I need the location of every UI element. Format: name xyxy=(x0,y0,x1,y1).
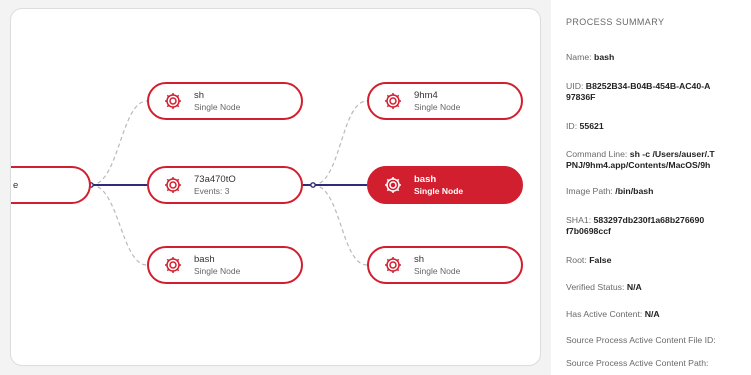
edge-root-sh-top xyxy=(90,100,148,186)
field-sha1: SHA1: 583297db230f1a68b276690 f7b0698ccf xyxy=(566,215,751,237)
node-title: 73a470tO xyxy=(194,173,236,185)
field-value-line2: 97836F xyxy=(566,92,596,102)
process-summary-panel[interactable]: PROCESS SUMMARY Name: bash UID: B8252B34… xyxy=(551,0,751,375)
edge-mid-sh-bottom xyxy=(312,184,368,266)
node-title: bash xyxy=(414,173,437,185)
summary-title: PROCESS SUMMARY xyxy=(566,17,665,27)
field-value: False xyxy=(589,255,612,265)
field-value: 583297db230f1a68b276690 xyxy=(593,215,705,225)
field-label: Image Path: xyxy=(566,186,613,196)
gear-icon xyxy=(382,90,404,112)
process-node-sh-bottom[interactable]: sh Single Node xyxy=(367,246,523,284)
node-subtitle: Events: 3 xyxy=(194,185,230,196)
field-label: Source Process Active Content File ID: xyxy=(566,335,716,345)
field-source-active-content-file-id: Source Process Active Content File ID: xyxy=(566,335,751,346)
field-label: Verified Status: xyxy=(566,282,625,292)
field-has-active-content: Has Active Content: N/A xyxy=(566,309,751,320)
field-value: N/A xyxy=(644,309,660,319)
field-value: sh -c /Users/auser/.T xyxy=(629,149,715,159)
node-subtitle: Single Node xyxy=(414,101,461,112)
edge-root-bash-bottom xyxy=(90,184,148,266)
field-value: bash xyxy=(594,52,615,62)
field-verified-status: Verified Status: N/A xyxy=(566,282,751,293)
gear-icon xyxy=(162,174,184,196)
node-subtitle: Single Node xyxy=(414,265,461,276)
node-title: sh xyxy=(414,253,425,265)
process-node-73a470to[interactable]: 73a470tO Events: 3 xyxy=(147,166,303,204)
field-label: Source Process Active Content Path: xyxy=(566,358,709,368)
field-source-active-content-path: Source Process Active Content Path: xyxy=(566,358,751,369)
field-name: Name: bash xyxy=(566,52,751,63)
field-value: N/A xyxy=(626,282,642,292)
process-node-9hm4[interactable]: 9hm4 Single Node xyxy=(367,82,523,120)
field-root: Root: False xyxy=(566,255,751,266)
field-label: Has Active Content: xyxy=(566,309,643,319)
gear-icon xyxy=(162,254,184,276)
field-value: B8252B34-B04B-454B-AC40-A xyxy=(585,81,711,91)
field-command-line: Command Line: sh -c /Users/auser/.T PNJ/… xyxy=(566,149,751,171)
field-label: SHA1: xyxy=(566,215,592,225)
field-value: /bin/bash xyxy=(615,186,654,196)
field-label: Root: xyxy=(566,255,587,265)
process-node-root[interactable]: e xyxy=(11,166,91,204)
field-label: ID: xyxy=(566,121,578,131)
edge-dot-mid xyxy=(310,182,316,188)
node-subtitle: Single Node xyxy=(414,185,464,196)
node-subtitle: Single Node xyxy=(194,101,241,112)
process-node-sh[interactable]: sh Single Node xyxy=(147,82,303,120)
field-label: UID: xyxy=(566,81,584,91)
node-title: 9hm4 xyxy=(414,89,438,101)
gear-icon xyxy=(162,90,184,112)
field-id: ID: 55621 xyxy=(566,121,751,132)
process-node-bash-selected[interactable]: bash Single Node xyxy=(367,166,523,204)
field-uid: UID: B8252B34-B04B-454B-AC40-A 97836F xyxy=(566,81,751,103)
process-graph-panel[interactable]: e sh Single Node 73a470tO Events: 3 bash… xyxy=(10,8,541,366)
node-title: e xyxy=(13,179,19,191)
field-value: 55621 xyxy=(579,121,604,131)
process-node-bash-bottom[interactable]: bash Single Node xyxy=(147,246,303,284)
field-image-path: Image Path: /bin/bash xyxy=(566,186,751,197)
field-value-line2: f7b0698ccf xyxy=(566,226,611,236)
gear-icon xyxy=(382,174,404,196)
field-label: Name: xyxy=(566,52,592,62)
node-title: bash xyxy=(194,253,215,265)
field-value-line2: PNJ/9hm4.app/Contents/MacOS/9h xyxy=(566,160,711,170)
field-label: Command Line: xyxy=(566,149,628,159)
gear-icon xyxy=(382,254,404,276)
node-subtitle: Single Node xyxy=(194,265,241,276)
node-title: sh xyxy=(194,89,205,101)
edge-mid-9hm4 xyxy=(312,100,368,186)
